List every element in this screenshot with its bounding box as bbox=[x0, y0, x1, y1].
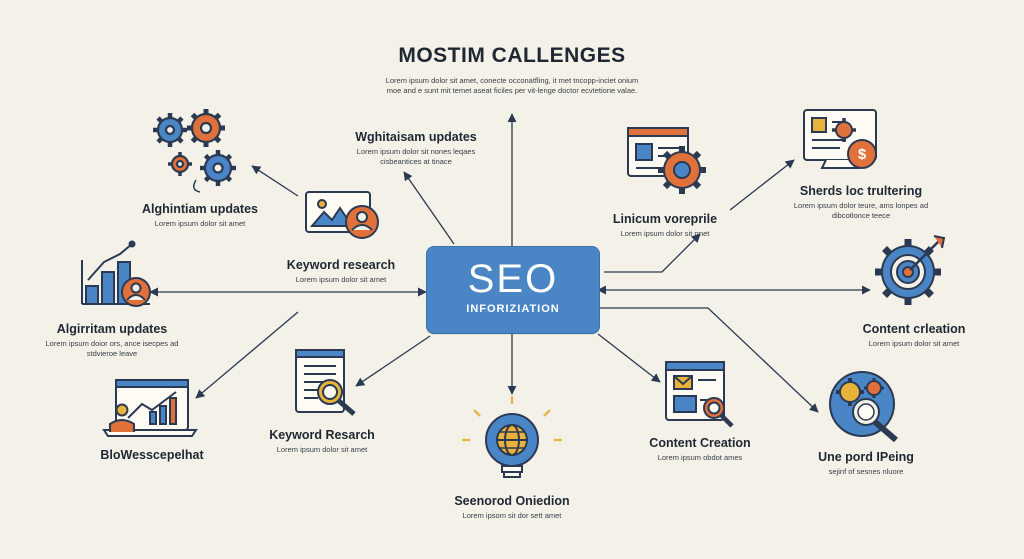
monitor-growth-chart-icon bbox=[102, 379, 198, 437]
node-text: Lorem ipsom sit dor sett amet bbox=[462, 511, 562, 520]
arrow-upper-right-1 bbox=[604, 233, 701, 273]
node-seenorod: Seenorod Oniedion Lorem ipsom sit dor se… bbox=[432, 494, 592, 521]
node-title: Sherds loc trultering bbox=[799, 184, 923, 198]
seo-hub[interactable]: SEO INFORIZIATION bbox=[426, 246, 600, 334]
arrow-upper-left-2 bbox=[251, 165, 299, 197]
arrow-lower-left-1 bbox=[355, 335, 431, 387]
main-description: Lorem ipsum dolor sit amet, conecte occo… bbox=[385, 76, 639, 95]
main-title: MOSTIM CALLENGES bbox=[398, 44, 626, 67]
email-browser-magnifier-icon bbox=[665, 361, 734, 428]
node-text: Lorem ipsum dolor sit amet bbox=[276, 445, 368, 454]
bar-chart-profile-icon bbox=[81, 240, 151, 307]
node-title: Content crleation bbox=[862, 322, 966, 336]
node-linicum: Linicum voreprile Lorem ipsum dolor sit … bbox=[590, 212, 740, 239]
node-text: sejinf of sesnes nluore bbox=[828, 467, 904, 476]
node-title: Linicum voreprile bbox=[612, 212, 718, 226]
globe-lightbulb-icon bbox=[462, 396, 562, 478]
node-title: Algirritam updates bbox=[56, 322, 168, 336]
node-keyword-bottom: Keyword Resarch Lorem ipsum dolor sit am… bbox=[252, 428, 392, 455]
node-keyword-left: Keyword research Lorem ipsum dolor sit a… bbox=[266, 258, 416, 285]
node-title: Keyword research bbox=[286, 258, 396, 272]
node-text: Lorem ipsum dolor sit amet bbox=[154, 219, 246, 228]
node-algorithm-left: Algirritam updates Lorem ipsum doior ors… bbox=[42, 322, 182, 358]
node-title: Une pord IPeing bbox=[818, 450, 914, 464]
arrow-lower-right-2 bbox=[598, 307, 819, 413]
photo-profile-card-icon bbox=[305, 191, 379, 239]
node-sherds: Sherds loc trultering Lorem ipsum dolor … bbox=[776, 184, 946, 220]
arrow-lower-right-1 bbox=[597, 333, 661, 383]
node-title: Alghintiam updates bbox=[142, 202, 258, 216]
node-text: Lorem ipsum dolor sit amet bbox=[295, 275, 387, 284]
node-algorithm-top: Alghintiam updates Lorem ipsum dolor sit… bbox=[120, 202, 280, 229]
node-content-bottom: Content Creation Lorem ipsum obdot ames bbox=[630, 436, 770, 463]
node-text: Lorem ipsum dolor sit rmet bbox=[620, 229, 710, 238]
node-title: BloWesscepelhat bbox=[100, 448, 204, 462]
node-text: Lorem ipsum dolor teure, ams lonpes ad d… bbox=[793, 201, 929, 220]
node-text: Lorem ipsum dolor sit amet bbox=[868, 339, 960, 348]
node-text: Lorem ipsum dolor sit nones leqaes cisbe… bbox=[356, 147, 476, 166]
node-title: Content Creation bbox=[649, 436, 751, 450]
arrow-upper-left-1 bbox=[403, 171, 455, 245]
hub-subtitle: INFORIZIATION bbox=[466, 303, 560, 315]
monitor-gear-dollar-icon: $ bbox=[803, 109, 877, 169]
node-title: Keyword Resarch bbox=[269, 428, 375, 442]
arrow-lower-left-2 bbox=[195, 311, 299, 399]
gears-icon bbox=[153, 109, 236, 193]
node-content-right: Content crleation Lorem ipsum dolor sit … bbox=[844, 322, 984, 349]
node-title: Seenorod Oniedion bbox=[454, 494, 570, 508]
document-magnifier-icon bbox=[295, 349, 356, 416]
magnifier-gears-circle-icon bbox=[829, 371, 898, 443]
connectors bbox=[149, 113, 871, 413]
arrow-upper-right-2 bbox=[729, 159, 795, 211]
node-text: Lorem ipsum obdot ames bbox=[657, 453, 743, 462]
node-title: Wghitaisam updates bbox=[355, 130, 477, 144]
profile-gear-window-icon bbox=[627, 127, 706, 194]
node-text: Lorem ipsum doior ors, ance isecpes ad s… bbox=[45, 339, 179, 358]
node-wghitaisam: Wghitaisam updates Lorem ipsum dolor sit… bbox=[346, 130, 486, 166]
svg-text:$: $ bbox=[858, 146, 867, 163]
hub-title: SEO bbox=[467, 257, 559, 301]
node-uneporod: Une pord IPeing sejinf of sesnes nluore bbox=[796, 450, 936, 477]
target-gear-icon bbox=[875, 235, 946, 305]
node-blowess: BloWesscepelhat bbox=[82, 448, 222, 462]
